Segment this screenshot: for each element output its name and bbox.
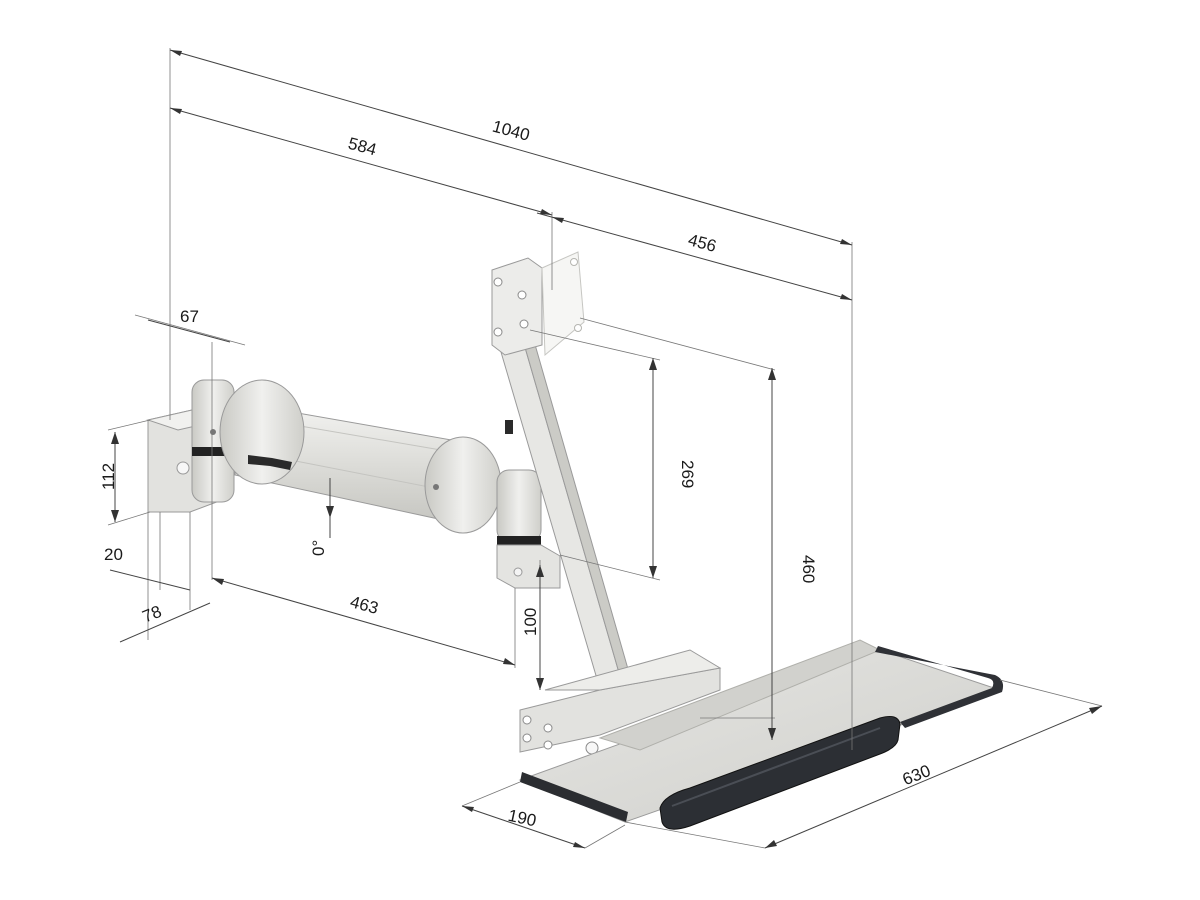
dim-190-label: 190 <box>506 806 538 830</box>
dim-100-label: 100 <box>521 608 540 636</box>
second-joint <box>496 469 561 589</box>
dim-0-degree-label: 0° <box>309 540 328 556</box>
tray-mount-block <box>519 649 722 755</box>
joint-collar-2 <box>497 536 541 545</box>
joint-collar <box>192 447 234 456</box>
tension-lever-icon <box>248 455 292 470</box>
wrist-rest <box>659 716 901 830</box>
dim-460-label: 460 <box>799 555 818 583</box>
dimension-lines <box>107 48 1103 849</box>
dim-456-label: 456 <box>686 230 718 256</box>
bracket-screw-icon <box>176 461 190 475</box>
dim-20-label: 20 <box>104 545 123 564</box>
dim-67-label: 67 <box>180 307 199 326</box>
dim-78-label: 78 <box>140 602 165 627</box>
dim-463-label: 463 <box>348 592 380 618</box>
dim-269-label: 269 <box>678 460 697 488</box>
top-mounting-plate <box>491 251 585 357</box>
tray-front-edge <box>520 772 628 822</box>
rod-lock-icon <box>505 420 513 434</box>
product-illustration <box>146 251 1004 830</box>
dim-112-label: 112 <box>99 463 118 490</box>
keyboard-tray <box>518 639 1004 823</box>
dim-630-label: 630 <box>900 761 933 789</box>
lower-arm <box>219 379 502 534</box>
dim-1040-label: 1040 <box>490 117 531 145</box>
dim-584-label: 584 <box>346 134 378 160</box>
tray-side-rail <box>875 646 1004 728</box>
